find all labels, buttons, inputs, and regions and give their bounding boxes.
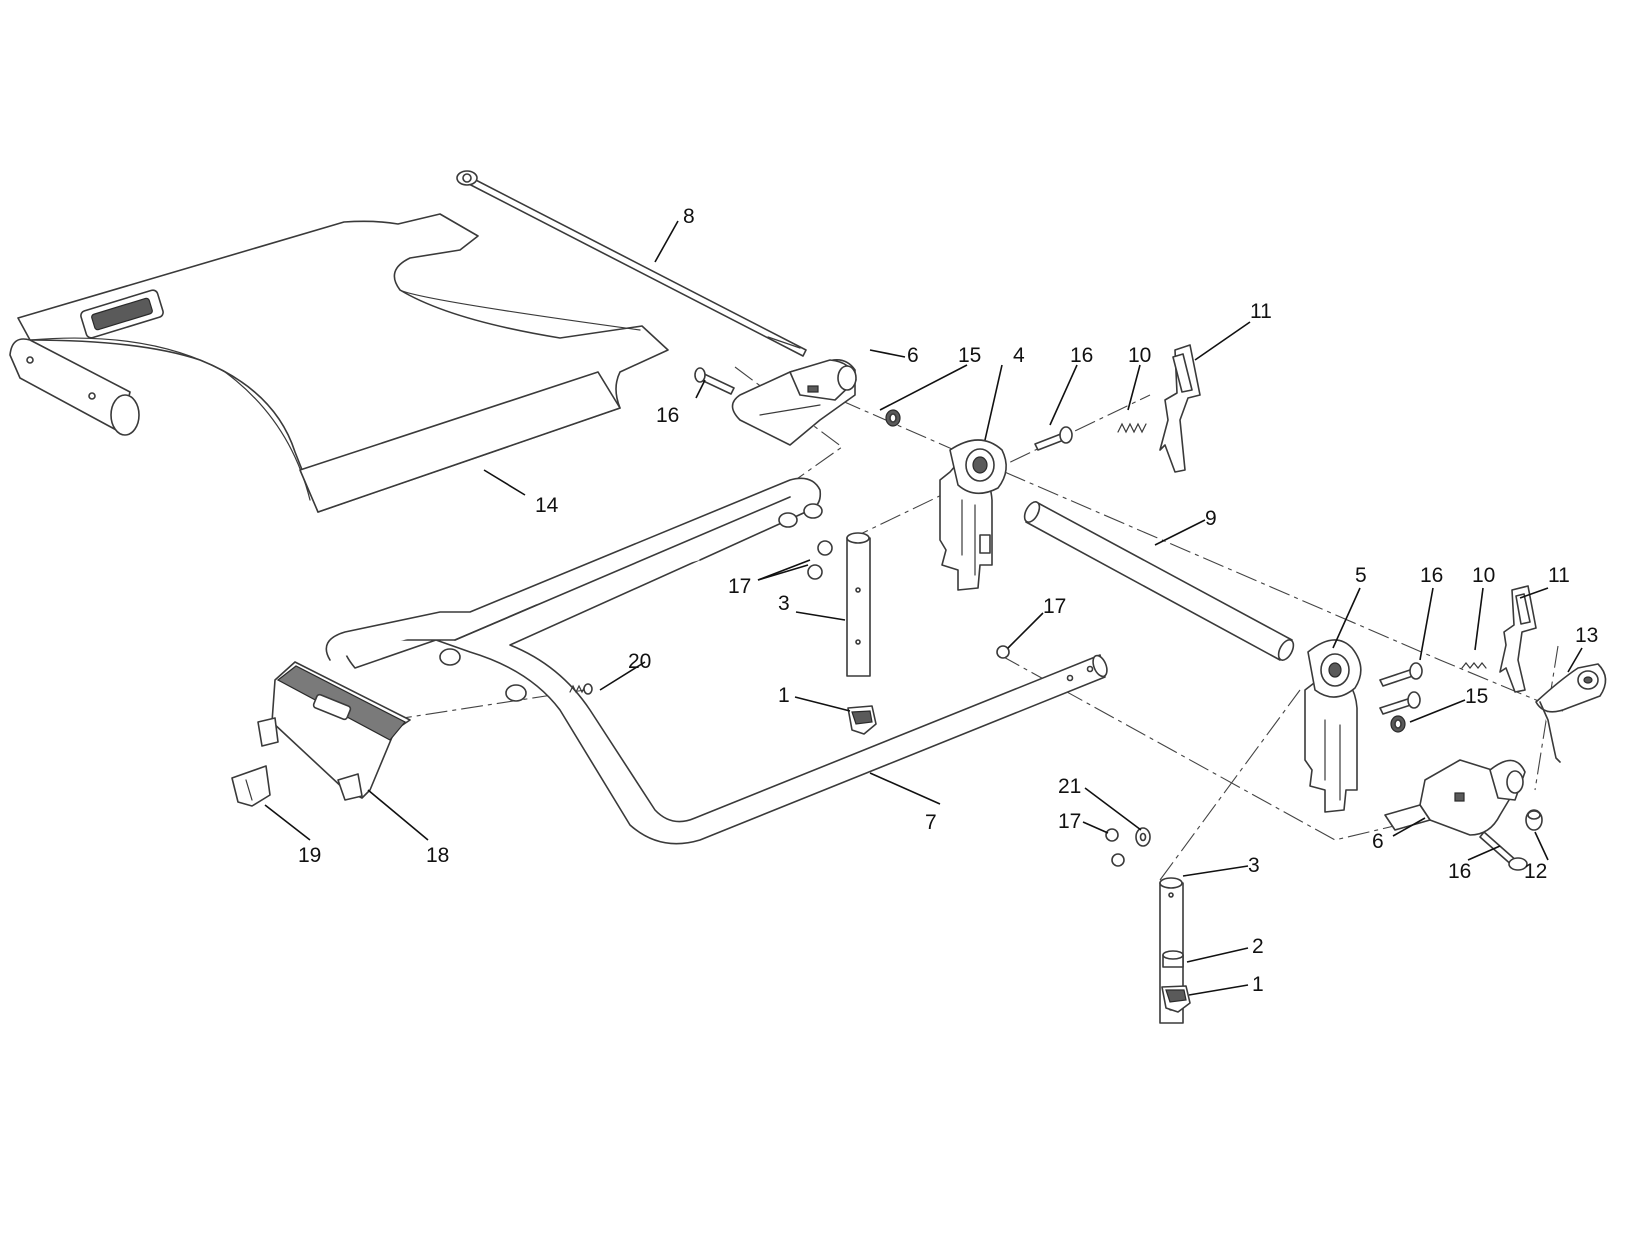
callout-20: 20 bbox=[628, 650, 651, 673]
callout-10-upper: 10 bbox=[1128, 344, 1151, 367]
callout-13: 13 bbox=[1575, 624, 1598, 647]
part-14-cover-panel bbox=[9, 213, 669, 513]
callout-16-lower: 16 bbox=[1448, 860, 1471, 883]
part-10-springs bbox=[1117, 422, 1487, 669]
part-2-spacer bbox=[1162, 950, 1184, 968]
callout-6-lower: 6 bbox=[1372, 830, 1384, 853]
part-11-latch-handles bbox=[1159, 344, 1537, 693]
part-20-screw bbox=[569, 683, 593, 695]
part-7-main-frame bbox=[325, 477, 1108, 845]
part-15-washers bbox=[885, 409, 1406, 733]
part-4-pivot-block bbox=[939, 439, 1007, 591]
cover-logo-plate bbox=[80, 289, 164, 339]
part-17-nuts bbox=[807, 540, 1125, 867]
callout-21: 21 bbox=[1058, 775, 1081, 798]
callout-1-lower: 1 bbox=[1252, 973, 1264, 996]
callout-16-upper-left: 16 bbox=[656, 404, 679, 427]
callout-17-middle: 17 bbox=[1043, 595, 1066, 618]
callout-15-upper: 15 bbox=[958, 344, 981, 367]
callout-12: 12 bbox=[1524, 860, 1547, 883]
part-16-pins bbox=[694, 367, 1528, 871]
callout-3-upper: 3 bbox=[778, 592, 790, 615]
callout-leader-lines bbox=[264, 220, 1583, 996]
callout-17-lower: 17 bbox=[1058, 810, 1081, 833]
callout-16-upper-right: 16 bbox=[1070, 344, 1093, 367]
callout-10-lower: 10 bbox=[1472, 564, 1495, 587]
part-3-posts bbox=[846, 532, 1184, 1024]
part-13-grip bbox=[1535, 663, 1607, 763]
callout-16-lower-right: 16 bbox=[1420, 564, 1443, 587]
callout-3-lower: 3 bbox=[1248, 854, 1260, 877]
callout-15-lower: 15 bbox=[1465, 685, 1488, 708]
part-1-end-caps bbox=[847, 705, 1191, 1013]
part-6-hinge-bracket-upper bbox=[731, 359, 857, 446]
callout-14: 14 bbox=[535, 494, 559, 517]
part-9-cross-tube bbox=[1023, 501, 1295, 661]
callout-11-upper: 11 bbox=[1250, 300, 1272, 323]
callout-9: 9 bbox=[1205, 507, 1217, 530]
part-6-hinge-bracket-lower bbox=[1384, 759, 1526, 836]
callout-5: 5 bbox=[1355, 564, 1367, 587]
callout-6-upper: 6 bbox=[907, 344, 919, 367]
callout-4: 4 bbox=[1013, 344, 1025, 367]
callout-labels: 8 6 15 4 16 10 11 16 14 9 17 3 17 20 1 5… bbox=[298, 205, 1598, 996]
part-5-pivot-block bbox=[1304, 639, 1362, 813]
part-19-clip bbox=[231, 765, 271, 807]
part-21-washer bbox=[1135, 827, 1151, 847]
callout-1-upper: 1 bbox=[778, 684, 790, 707]
callout-19: 19 bbox=[298, 844, 321, 867]
callout-8: 8 bbox=[683, 205, 695, 228]
callout-11-lower: 11 bbox=[1548, 564, 1570, 587]
part-18-console bbox=[257, 661, 411, 801]
callout-2: 2 bbox=[1252, 935, 1264, 958]
callout-18: 18 bbox=[426, 844, 449, 867]
callout-17-upper: 17 bbox=[728, 575, 751, 598]
callout-7: 7 bbox=[925, 811, 937, 834]
part-12-bushing bbox=[1525, 809, 1543, 831]
part-8-rod bbox=[456, 170, 807, 357]
